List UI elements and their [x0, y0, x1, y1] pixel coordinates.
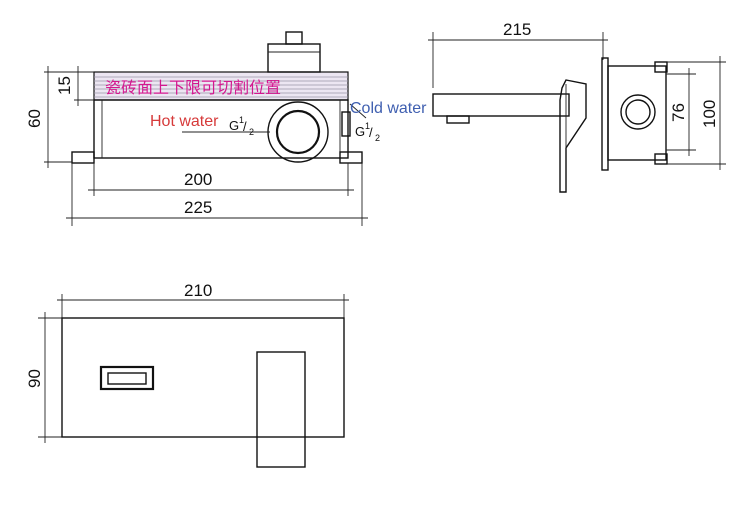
valve-body — [607, 65, 667, 161]
dim-76-text: 76 — [669, 103, 688, 122]
dimension-215: 215 — [428, 20, 608, 88]
hot-fitting-size: G 1 / 2 — [229, 115, 254, 137]
cold-fitting-slash: / — [369, 125, 373, 140]
cold-water-label: Cold water — [350, 100, 427, 117]
hot-water-label: Hot water — [150, 113, 219, 130]
spout-outlet — [99, 365, 155, 391]
front-view: 210 90 — [25, 281, 349, 468]
cartridge-cap — [267, 43, 321, 73]
mount-foot-left — [71, 151, 95, 164]
dim-215-text: 215 — [503, 20, 531, 39]
lever-front — [256, 351, 306, 468]
dim-210-text: 210 — [184, 281, 212, 300]
band-hatching — [94, 76, 348, 98]
dimension-210: 210 — [57, 281, 349, 318]
valve-nub-bottom — [654, 153, 668, 165]
wall-plate — [601, 57, 609, 171]
cold-inlet — [341, 111, 351, 137]
cold-fitting-g: G — [355, 124, 365, 139]
dimension-200: 200 — [88, 163, 354, 196]
spout — [432, 93, 570, 117]
dimension-60: 60 — [25, 66, 72, 168]
spout-tip — [446, 115, 470, 124]
valve-port-inner — [625, 99, 651, 125]
mount-foot-right — [339, 151, 363, 164]
dim-90-text: 90 — [25, 369, 44, 388]
hot-fitting-slash: / — [243, 119, 247, 134]
hot-fitting-num: 1 — [239, 115, 244, 125]
dimension-100: 100 — [667, 56, 726, 170]
cold-fitting-size: G 1 / 2 — [355, 121, 380, 143]
dim-100-text: 100 — [700, 100, 719, 128]
spout-outlet-inner — [107, 372, 147, 385]
dim-60-text: 60 — [25, 109, 44, 128]
dim-225-text: 225 — [184, 198, 212, 217]
hot-fitting-den: 2 — [249, 127, 254, 137]
top-view: 瓷砖面上下限可切割位置 Hot water G 1 / 2 Cold water… — [25, 31, 427, 226]
cold-fitting-num: 1 — [365, 121, 370, 131]
dim-200-text: 200 — [184, 170, 212, 189]
valve-port-outer — [620, 94, 656, 130]
side-view: 215 76 100 — [428, 20, 726, 193]
dim-15-text: 15 — [55, 76, 74, 95]
dimension-76: 76 — [666, 68, 696, 156]
dimension-90: 90 — [25, 312, 62, 443]
cartridge-stem — [285, 31, 303, 45]
lever-handle — [559, 79, 587, 193]
valve-nub-top — [654, 61, 668, 73]
cold-fitting-den: 2 — [375, 133, 380, 143]
hot-fitting-g: G — [229, 118, 239, 133]
dimension-225: 225 — [66, 163, 368, 226]
dimension-15: 15 — [44, 66, 94, 106]
mixer-body — [93, 99, 349, 159]
cover-plate — [61, 317, 345, 438]
outlet-circle-inner — [275, 109, 321, 155]
tile-cut-note: 瓷砖面上下限可切割位置 — [105, 79, 281, 97]
